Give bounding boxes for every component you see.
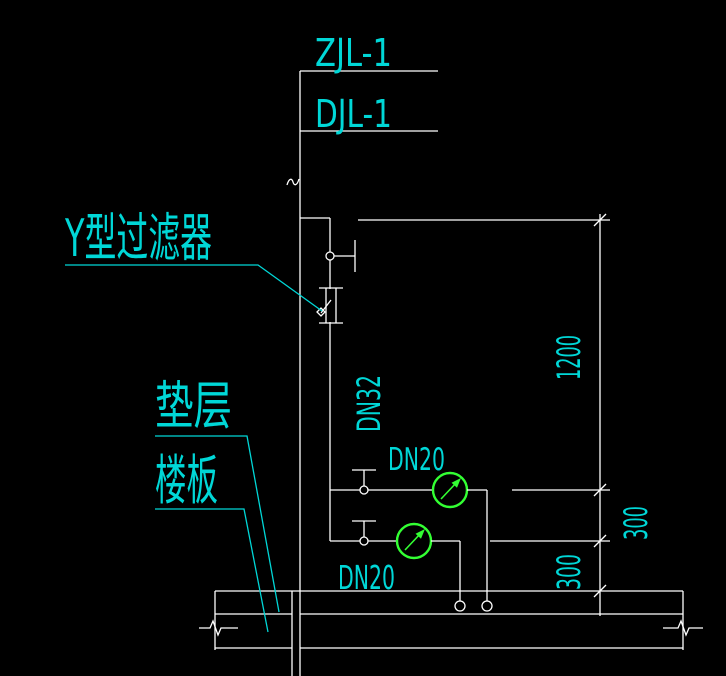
lower-valve-body bbox=[359, 536, 369, 546]
upper-valve-body bbox=[359, 485, 369, 495]
dn32-size-label: DN32 bbox=[350, 375, 388, 432]
slab-break-left bbox=[199, 619, 238, 637]
floor-slab-label: 楼板 bbox=[155, 449, 218, 512]
lower-meter-branch: DN20 bbox=[330, 520, 466, 612]
slab-break-right bbox=[663, 619, 703, 637]
lower-meter-needle-arrow bbox=[415, 528, 425, 539]
riser-group: ZJL-1 DJL-1 bbox=[286, 31, 438, 676]
branch-valve-body bbox=[325, 251, 335, 261]
lower-water-meter-icon bbox=[395, 522, 433, 560]
dim-tick-upper-meter bbox=[593, 483, 607, 497]
y-filter-screen bbox=[320, 299, 332, 314]
y-filter-leader-line bbox=[65, 264, 323, 312]
cushion-leader-line bbox=[155, 435, 280, 613]
riser-tag-zjl: ZJL-1 bbox=[315, 31, 392, 75]
dimension-group: 1200 300 300 bbox=[358, 213, 655, 616]
upper-meter-branch: DN20 bbox=[330, 442, 493, 612]
dn32-branch-group: Y型过滤器 DN32 bbox=[64, 209, 388, 541]
riser-tag-djl: DJL-1 bbox=[315, 92, 392, 136]
upper-floor-pipe-section bbox=[481, 600, 493, 612]
y-filter-label: Y型过滤器 bbox=[64, 209, 212, 269]
upper-meter-needle-arrow bbox=[451, 477, 461, 488]
y-filter-body-mask bbox=[327, 289, 335, 322]
pipe-break-symbol bbox=[286, 178, 300, 186]
meter-branch-size-label: DN20 bbox=[388, 442, 445, 478]
upper-water-meter-icon bbox=[431, 471, 469, 509]
dim-text-1200: 1200 bbox=[550, 335, 588, 380]
dim-text-meter-spacing: 300 bbox=[617, 506, 655, 540]
dim-tick-top bbox=[593, 213, 607, 227]
y-filter-symbol bbox=[316, 287, 343, 324]
cushion-layer-label: 垫层 bbox=[155, 377, 232, 437]
dim-tick-lower-meter bbox=[593, 534, 607, 548]
slab-leader-line bbox=[155, 508, 269, 633]
dim-text-meter-to-floor: 300 bbox=[550, 554, 588, 590]
floor-construction-group: 垫层 楼板 bbox=[155, 377, 703, 676]
lower-floor-pipe-section bbox=[454, 600, 466, 612]
